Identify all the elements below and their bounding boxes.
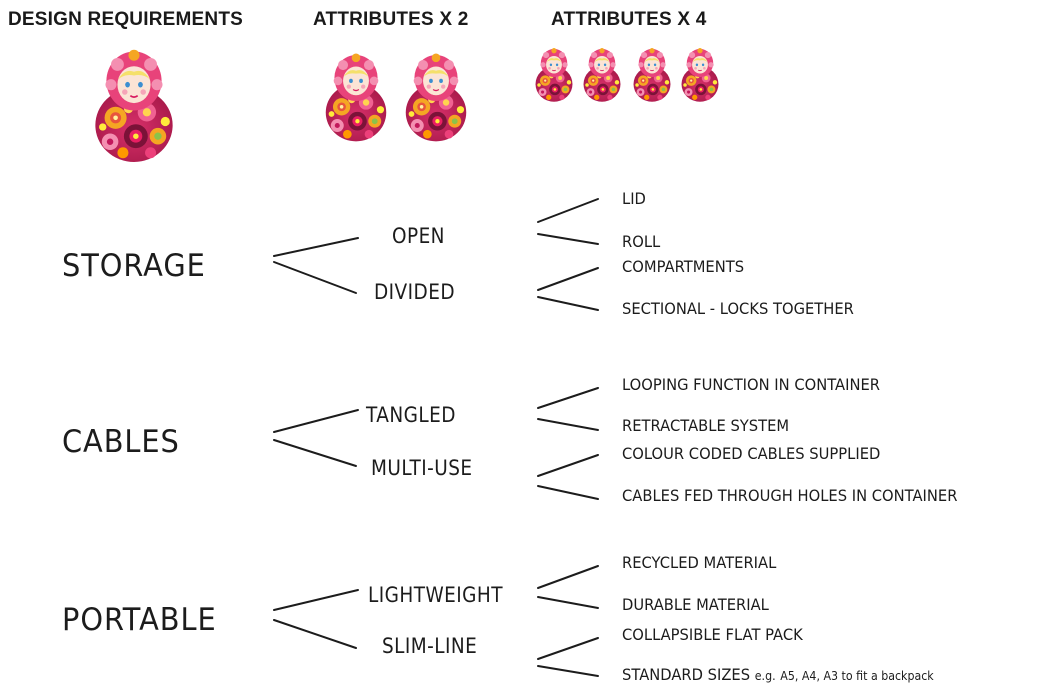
option-durable-material: DURABLE MATERIAL [622,595,769,614]
option-compartments: COMPARTMENTS [622,257,745,276]
attribute-lightweight: LIGHTWEIGHT [368,583,503,607]
attribute-multi-use: MULTI-USE [371,456,473,480]
attribute-open: OPEN [392,224,445,248]
option-colour-coded: COLOUR CODED CABLES SUPPLIED [622,444,881,463]
header-attributes-x2: ATTRIBUTES X 2 [313,9,469,30]
option-sectional: SECTIONAL - LOCKS TOGETHER [622,299,854,318]
option-standard-sizes-label: STANDARD SIZES [622,665,751,684]
option-retractable-system: RETRACTABLE SYSTEM [622,416,790,435]
option-lid: LID [622,189,646,208]
connector-storage-open [273,237,359,257]
option-cables-holes: CABLES FED THROUGH HOLES IN CONTAINER [622,486,958,505]
connector-lightweight-recycled [537,565,599,589]
attribute-divided: DIVIDED [374,280,456,304]
header-design-requirements: DESIGN REQUIREMENTS [8,9,243,30]
option-standard-sizes-detail: A5, A4, A3 to fit a backpack [780,669,934,683]
connector-divided-sectional [537,296,599,311]
option-standard-sizes: STANDARD SIZES e.g. A5, A4, A3 to fit a … [622,665,934,684]
option-roll: ROLL [622,232,661,251]
connector-open-roll [537,233,599,245]
connector-storage-divided [273,261,357,294]
connector-slimline-standard [537,665,599,677]
connector-tangled-retractable [537,418,599,431]
connector-multiuse-holes [537,485,599,500]
option-collapsible-flat-pack: COLLAPSIBLE FLAT PACK [622,625,803,644]
requirement-storage: STORAGE [62,248,206,284]
connector-cables-multiuse [273,439,357,467]
connector-divided-compartments [537,267,599,291]
connector-tangled-looping [537,387,599,409]
requirement-portable: PORTABLE [62,602,217,638]
connector-slimline-collapsible [537,637,599,660]
attribute-slim-line: SLIM-LINE [382,634,478,658]
connector-lightweight-durable [537,596,599,609]
connector-open-lid [537,198,599,223]
option-looping-function: LOOPING FUNCTION IN CONTAINER [622,375,881,394]
connector-portable-slimline [273,619,357,649]
attribute-tangled: TANGLED [366,403,456,427]
connector-cables-tangled [273,409,359,433]
option-standard-sizes-eg: e.g. [754,669,776,683]
connector-portable-lightweight [273,589,359,611]
option-recycled-material: RECYCLED MATERIAL [622,553,777,572]
connector-multiuse-colour [537,454,599,477]
header-attributes-x4: ATTRIBUTES X 4 [551,9,707,30]
requirement-cables: CABLES [62,424,180,460]
